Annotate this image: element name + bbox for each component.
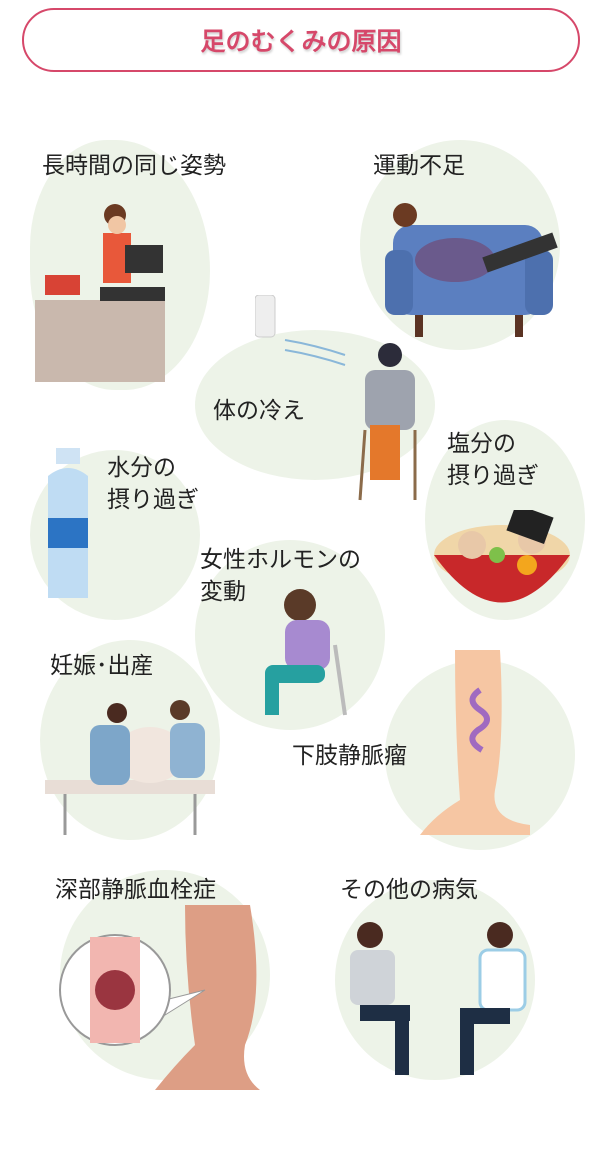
label-lack-of-exercise: 運動不足 bbox=[373, 153, 465, 179]
label-water: 水分の摂り過ぎ bbox=[107, 452, 199, 516]
label-prolonged-posture: 長時間の同じ姿勢 bbox=[42, 153, 226, 179]
sofa-illustration bbox=[385, 203, 558, 337]
water-bottle-icon bbox=[48, 448, 88, 598]
label-salt: 塩分の摂り過ぎ bbox=[447, 428, 539, 492]
label-line: 変動 bbox=[200, 579, 246, 605]
label-line: 摂り過ぎ bbox=[107, 487, 199, 513]
varicose-leg-illustration bbox=[420, 650, 530, 835]
label-pregnancy: 妊娠･出産 bbox=[50, 653, 154, 679]
label-other-disease: その他の病気 bbox=[340, 877, 478, 903]
woman-stomach-ache-illustration bbox=[265, 589, 347, 716]
dvt-illustration bbox=[59, 905, 260, 1090]
label-line: 塩分の bbox=[447, 431, 516, 457]
childbirth-illustration bbox=[45, 700, 215, 835]
label-dvt: 深部静脈血栓症 bbox=[55, 877, 216, 903]
ramen-bowl-icon bbox=[434, 510, 570, 603]
cold-woman-illustration bbox=[255, 295, 417, 501]
label-line: 女性ホルモンの bbox=[200, 547, 361, 573]
title-banner: 足のむくみの原因 bbox=[22, 8, 580, 72]
doctor-consultation-illustration bbox=[350, 922, 527, 1075]
label-cold-body: 体の冷え bbox=[213, 398, 305, 424]
cashier-illustration bbox=[35, 204, 165, 382]
label-varicose: 下肢静脈瘤 bbox=[292, 743, 407, 769]
label-line: 摂り過ぎ bbox=[447, 463, 539, 489]
label-line: 水分の bbox=[107, 455, 176, 481]
page-title: 足のむくみの原因 bbox=[200, 27, 402, 56]
label-hormone: 女性ホルモンの変動 bbox=[200, 544, 361, 608]
